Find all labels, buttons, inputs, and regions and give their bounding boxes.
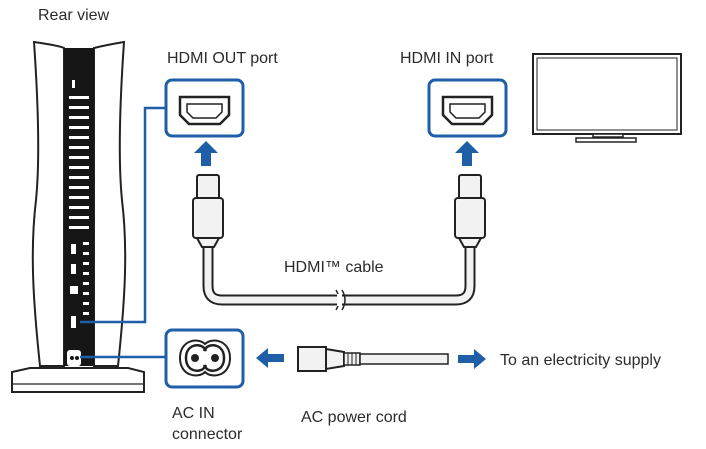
hdmi-port-icon [427, 78, 508, 138]
hdmi-out-port-label: HDMI OUT port [167, 50, 278, 67]
up-arrows [194, 141, 479, 166]
ac-in-connector-label-line1: AC IN [172, 405, 215, 422]
arrow-up-icon [194, 141, 218, 166]
hdmi-cable-icon [192, 174, 486, 311]
console-rear-icon [11, 40, 145, 393]
hdmi-in-port-label: HDMI IN port [400, 50, 494, 67]
rear-view-label: Rear view [38, 7, 110, 24]
arrow-left-icon [256, 348, 284, 368]
arrow-right-icon [458, 349, 486, 369]
television-icon [532, 53, 682, 143]
ac-power-cord-label: AC power cord [301, 409, 407, 426]
hdmi-out-leader-line [80, 106, 166, 324]
arrow-up-icon [455, 141, 479, 166]
ac-power-cord-icon [297, 346, 449, 372]
ac-in-connector-label-line2: connector [172, 426, 243, 443]
hdmi-cable-label: HDMI™ cable [284, 259, 384, 276]
figure-8-socket-icon [164, 328, 245, 389]
electricity-supply-label: To an electricity supply [500, 352, 661, 369]
leader-lines [80, 106, 166, 359]
hdmi-port-icon [164, 78, 245, 138]
